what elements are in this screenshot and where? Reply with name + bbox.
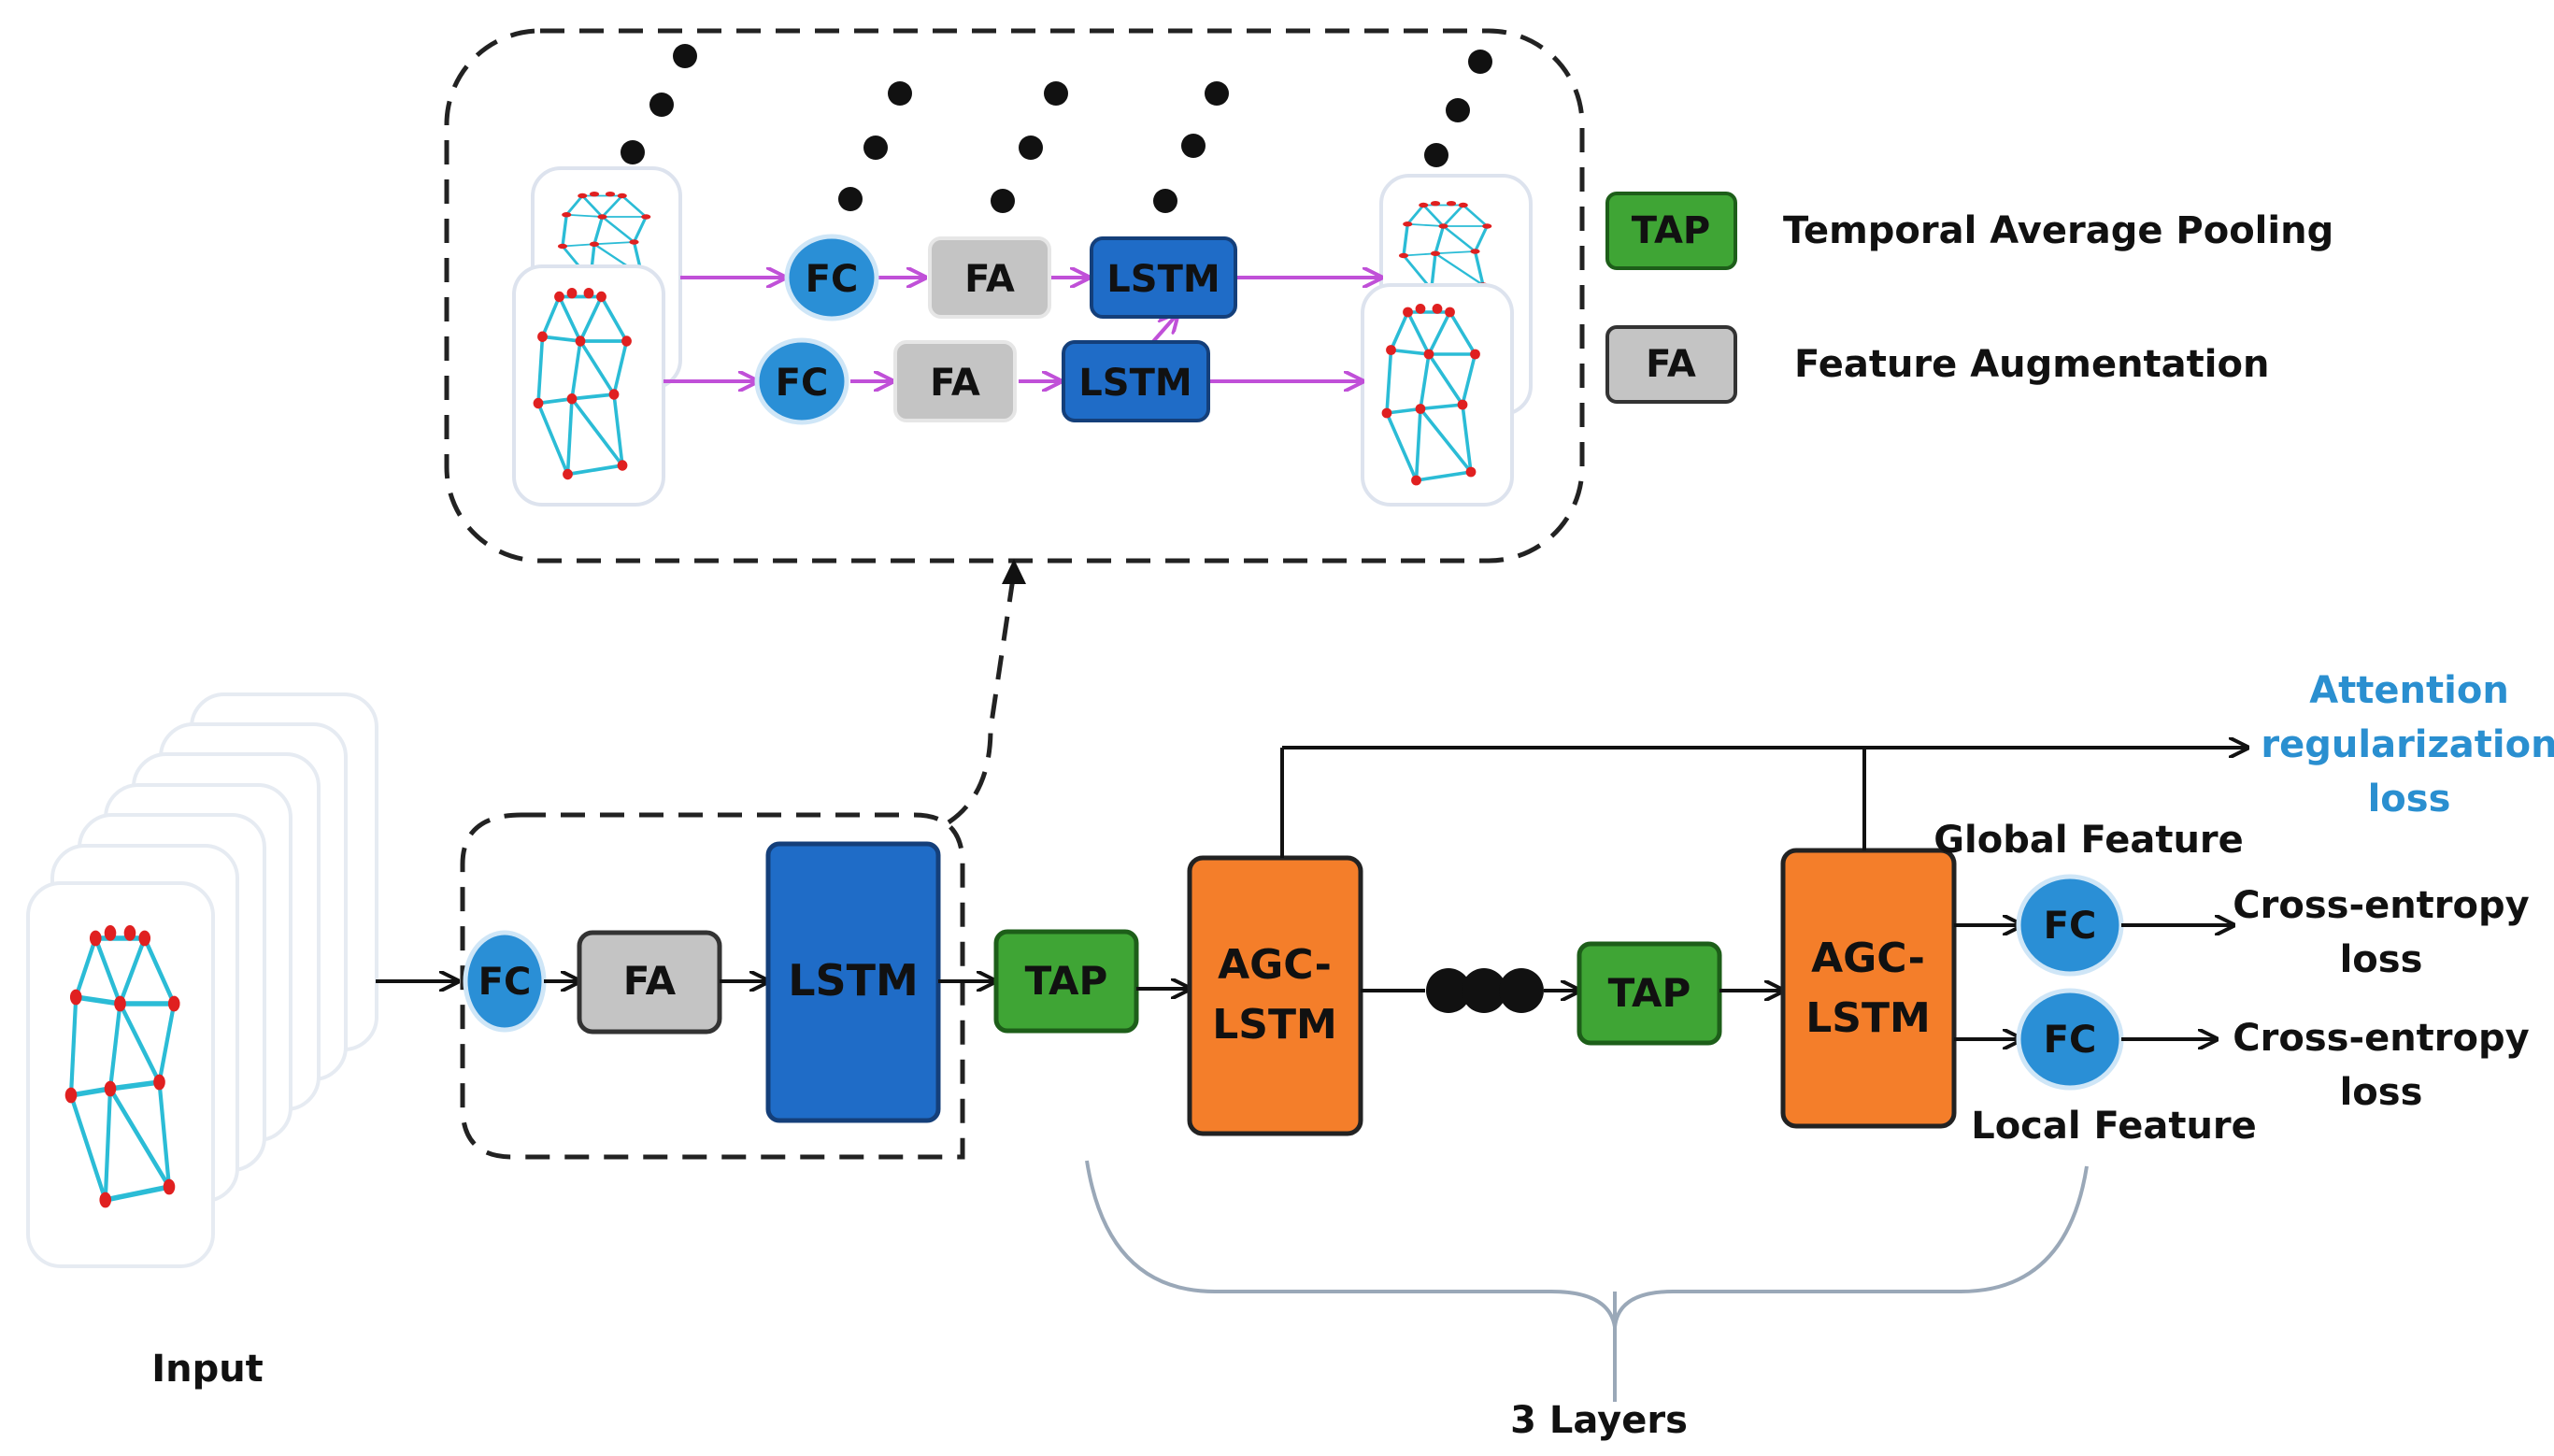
detail-panel: FC FA LSTM FC FA LSTM	[444, 28, 1585, 564]
attention-loss-line1: Attention	[2309, 669, 2509, 712]
main-agc-lstm-2-line1: AGC-	[1811, 935, 1925, 982]
ce-loss-2-line2: loss	[2340, 1071, 2423, 1114]
detail-row2-fa-label: FA	[930, 362, 980, 405]
legend-tap: TAP Temporal Average Pooling	[1605, 192, 2333, 270]
detail-row2-fc: FC	[754, 337, 849, 425]
three-layers-label: 3 Layers	[1510, 1399, 1688, 1442]
legend-fa-key: FA	[1646, 343, 1696, 386]
layer-ellipsis-dots	[1426, 968, 1544, 1013]
main-agc-lstm-1: AGC- LSTM	[1187, 855, 1363, 1136]
detail-row1-fa-label: FA	[964, 258, 1015, 301]
detail-row2-fa: FA	[893, 340, 1017, 422]
detail-row1-lstm: LSTM	[1090, 236, 1237, 319]
main-agc-lstm-2: AGC- LSTM	[1780, 848, 1957, 1129]
main-fc: FC	[463, 930, 547, 1033]
detail-row1-fc-label: FC	[806, 258, 859, 301]
fc-global-label: FC	[2044, 905, 2097, 948]
legend-tap-description: Temporal Average Pooling	[1783, 209, 2333, 252]
attention-loss-line3: loss	[2368, 778, 2451, 821]
fc-global: FC	[2016, 874, 2124, 977]
detail-row1-fa: FA	[928, 236, 1051, 319]
detail-output-frame-front	[1361, 283, 1514, 507]
detail-row2-fc-label: FC	[776, 362, 829, 405]
legend-tap-key: TAP	[1632, 209, 1710, 252]
fc-local: FC	[2016, 988, 2124, 1091]
main-tap-1-label: TAP	[1025, 958, 1108, 1004]
input-label: Input	[151, 1348, 264, 1391]
detail-row1-lstm-label: LSTM	[1106, 258, 1220, 301]
legend: TAP Temporal Average Pooling FA Feature …	[1605, 192, 2333, 404]
main-fa-label: FA	[623, 958, 677, 1004]
main-lstm-label: LSTM	[788, 955, 919, 1006]
ce-loss-2-line1: Cross-entropy	[2233, 1017, 2529, 1060]
ce-loss-1-line2: loss	[2340, 938, 2423, 981]
main-agc-lstm-1-line1: AGC-	[1218, 941, 1332, 989]
legend-fa: FA Feature Augmentation	[1605, 325, 2269, 404]
main-fc-label: FC	[478, 961, 532, 1004]
main-tap-2: TAP	[1577, 941, 1722, 1046]
main-fa: FA	[577, 930, 722, 1035]
three-layers-brace	[1085, 1160, 2089, 1402]
input-frame-stack	[26, 692, 378, 1268]
global-feature-label: Global Feature	[1933, 819, 2244, 862]
cross-entropy-loss-2: Cross-entropy loss	[2233, 1017, 2529, 1114]
ce-loss-1-line1: Cross-entropy	[2233, 884, 2529, 927]
fc-local-label: FC	[2044, 1019, 2097, 1062]
local-feature-label: Local Feature	[1971, 1105, 2257, 1148]
attention-connector	[1280, 748, 2247, 858]
attention-loss-line2: regularization	[2261, 723, 2554, 766]
attention-loss-label: Attention regularization loss	[2261, 669, 2554, 821]
legend-fa-description: Feature Augmentation	[1794, 343, 2269, 386]
detail-input-frame-front	[512, 264, 665, 507]
main-tap-2-label: TAP	[1608, 970, 1691, 1016]
main-agc-lstm-2-line2: LSTM	[1805, 994, 1931, 1042]
ellipsis-dots	[621, 44, 1492, 213]
detail-row2-lstm-label: LSTM	[1078, 362, 1191, 405]
cross-entropy-loss-1: Cross-entropy loss	[2233, 884, 2529, 981]
main-tap-1: TAP	[993, 929, 1139, 1034]
main-lstm: LSTM	[765, 841, 941, 1123]
detail-row2-lstm: LSTM	[1062, 340, 1210, 422]
main-fc-fa-lstm-group: FC FA LSTM	[460, 812, 965, 1160]
main-agc-lstm-1-line2: LSTM	[1212, 1001, 1337, 1049]
detail-row1-fc: FC	[784, 234, 879, 321]
